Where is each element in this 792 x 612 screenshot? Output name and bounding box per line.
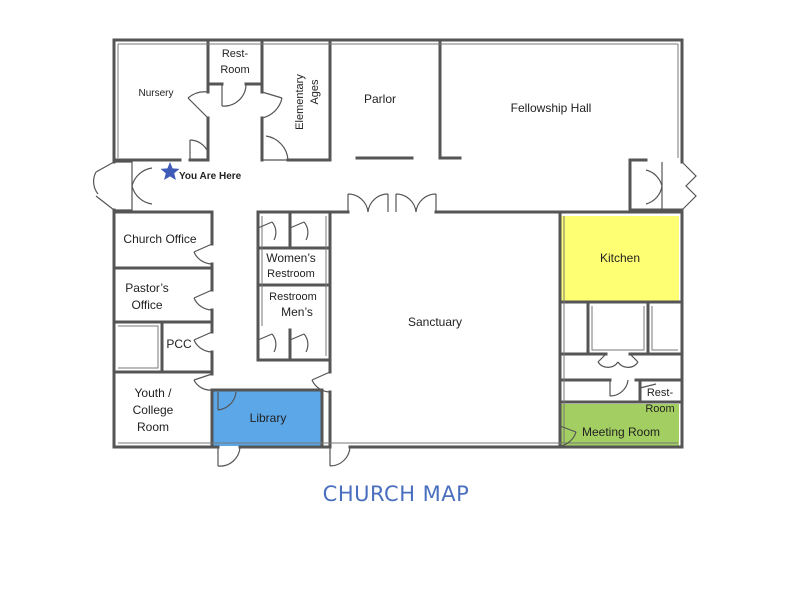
you-are-here-label: You Are Here: [179, 171, 242, 182]
youth-label-3: Room: [137, 420, 169, 434]
fellowship-hall-label: Fellowship Hall: [511, 101, 592, 115]
restroom-right-label-2: Room: [645, 403, 674, 415]
pastors-office-label-1: Pastor’s: [125, 281, 169, 295]
elementary-label-2: Ages: [309, 79, 321, 105]
youth-label-2: College: [133, 403, 174, 417]
meeting-room-label: Meeting Room: [582, 425, 660, 439]
parlor-label: Parlor: [364, 92, 396, 106]
restroom-top-label-2: Room: [220, 64, 249, 76]
walls: [112, 38, 684, 449]
restroom-top-label-1: Rest-: [222, 48, 249, 60]
youth-label-1: Youth /: [135, 386, 173, 400]
womens-restroom-label-2: Restroom: [267, 268, 315, 280]
womens-restroom-label-1: Women’s: [266, 251, 316, 265]
nursery-label: Nursery: [138, 88, 173, 99]
library-fill: [213, 391, 322, 446]
kitchen-label: Kitchen: [600, 251, 640, 265]
elementary-label-1: Elementary: [294, 74, 306, 130]
church-office-label: Church Office: [123, 232, 196, 246]
map-title: CHURCH MAP: [322, 482, 470, 506]
mens-restroom-label-1: Restroom: [269, 291, 317, 303]
pcc-label: PCC: [166, 337, 192, 351]
pastors-office-label-2: Office: [131, 298, 162, 312]
kitchen-fill: [561, 216, 679, 301]
doors: [93, 83, 697, 467]
wall-inner-lines: [117, 43, 679, 444]
sanctuary-label: Sanctuary: [408, 315, 462, 329]
star-icon: [160, 162, 180, 180]
mens-restroom-label-2: Men’s: [281, 305, 313, 319]
restroom-right-label-1: Rest-: [647, 387, 674, 399]
meeting-room-fill: [561, 404, 679, 447]
library-label: Library: [250, 411, 287, 425]
